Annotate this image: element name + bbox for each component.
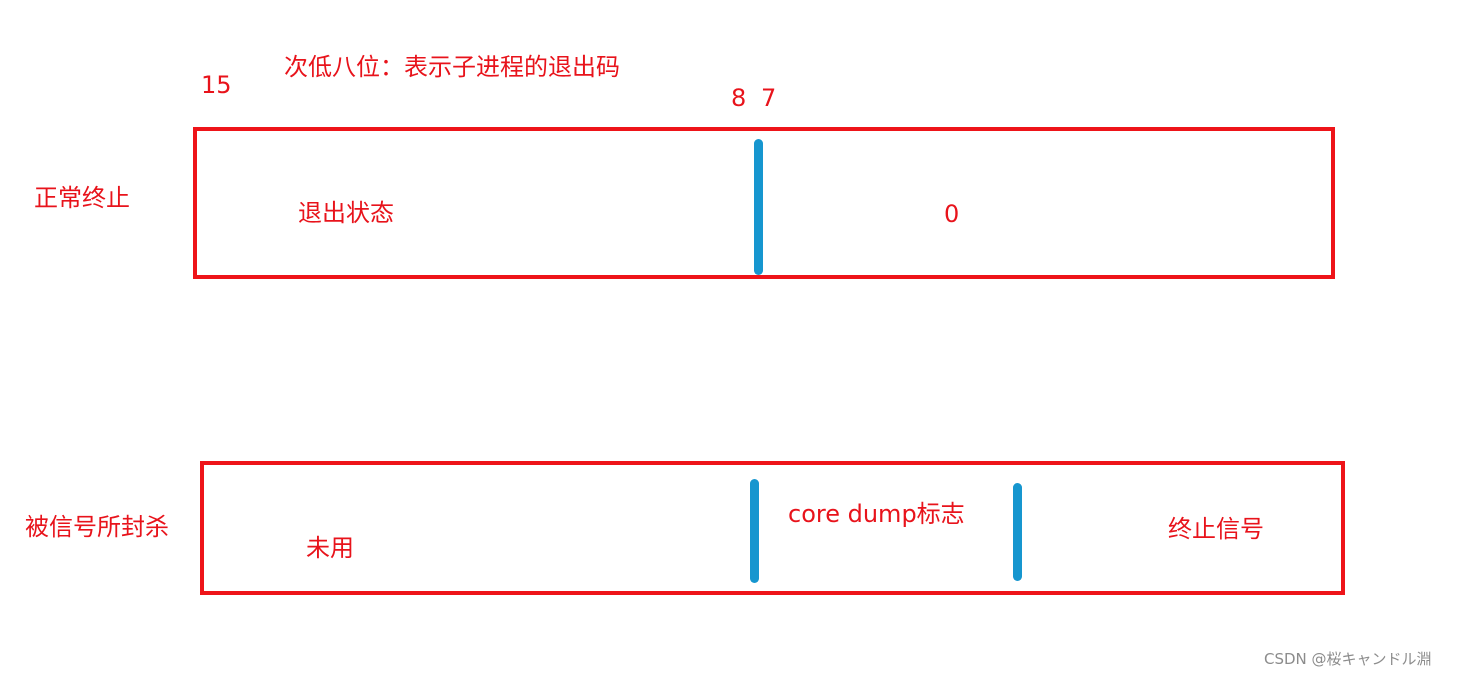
high-byte-annotation: 次低八位：表示子进程的退出码: [284, 53, 620, 81]
csdn-watermark: CSDN @桜キャンドル淵: [1264, 650, 1432, 668]
core-dump-flag-field: core dump标志: [788, 500, 965, 528]
exit-status-field: 退出状态: [298, 199, 394, 227]
termination-signal-field: 终止信号: [1168, 515, 1264, 543]
normal-exit-status-box: [193, 127, 1335, 279]
signal-kill-row-label: 被信号所封杀: [25, 513, 169, 541]
signal-kill-status-box: [200, 461, 1345, 595]
bit-15-label: 15: [201, 71, 232, 99]
bit-7-label: 7: [761, 84, 777, 112]
normal-exit-byte-divider: [754, 139, 763, 275]
normal-exit-row-label: 正常终止: [34, 184, 130, 212]
bit-8-label: 8: [731, 84, 747, 112]
core-dump-divider: [1013, 483, 1022, 581]
signal-kill-byte-divider: [750, 479, 759, 583]
unused-field: 未用: [306, 534, 354, 562]
low-byte-zero-field: 0: [944, 200, 960, 228]
